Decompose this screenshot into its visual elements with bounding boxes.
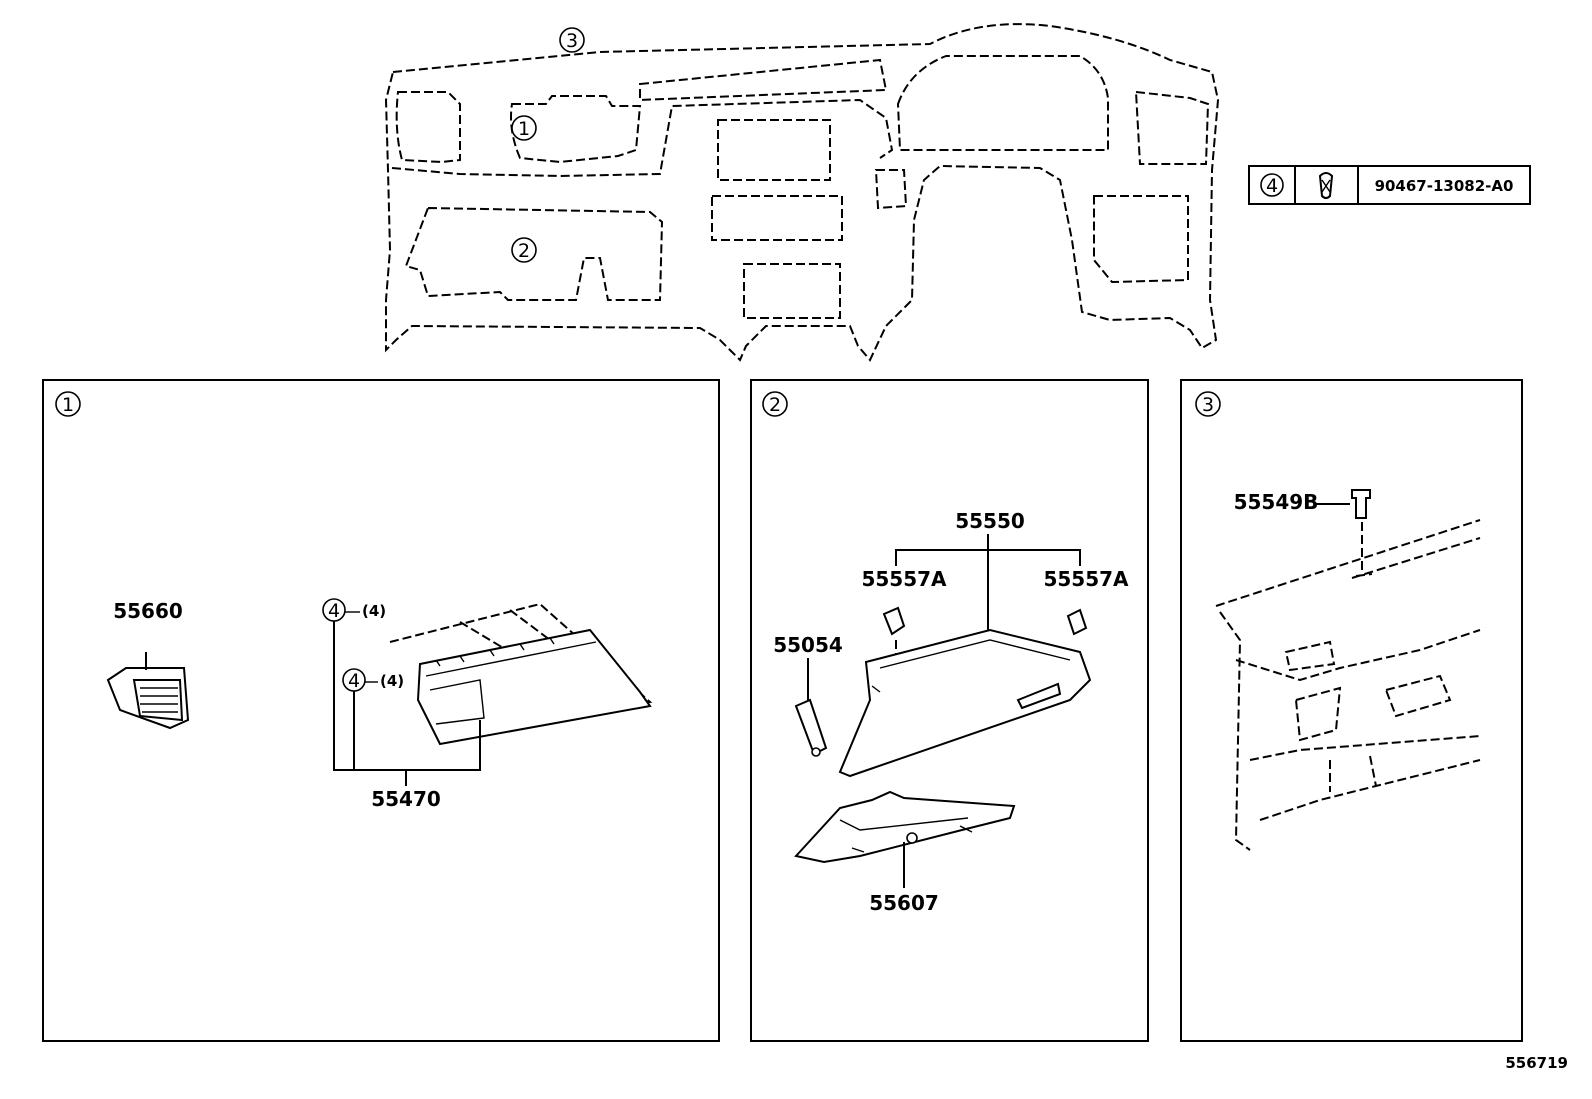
legend-part-number: 90467-13082-A0 (1375, 177, 1514, 195)
panel-1: 1 55660 4 (4) 4 (4) 55470 (42, 379, 720, 1042)
label-55660: 55660 (113, 599, 183, 623)
label-55557a-right: 55557A (1043, 567, 1129, 591)
label-55557a-left: 55557A (861, 567, 947, 591)
label-55607: 55607 (869, 891, 939, 915)
figure-id: 556719 (1505, 1054, 1568, 1072)
dashboard-section-part (1215, 519, 1481, 851)
clip-icon (1318, 172, 1334, 199)
svg-text:2: 2 (518, 240, 530, 262)
overview-callout-1: 1 (511, 115, 537, 141)
svg-text:1: 1 (518, 118, 530, 140)
panel-1-callout: 1 (62, 394, 74, 416)
label-55470: 55470 (371, 787, 441, 811)
panel-2-callout: 2 (769, 394, 781, 416)
damper-part (794, 698, 828, 757)
air-vent-part (106, 652, 190, 730)
lock-part (794, 790, 1016, 864)
clip-qty-b: (4) (380, 672, 404, 690)
overview-callout-2: 2 (511, 237, 537, 263)
legend-callout: 4 (1266, 175, 1278, 197)
panel-3-callout: 3 (1202, 394, 1214, 416)
retainer-clip-part (1351, 489, 1371, 519)
glove-box-housing-part (389, 602, 653, 746)
svg-text:3: 3 (566, 30, 578, 52)
stopper-right-part (1066, 608, 1088, 636)
panel-3: 3 55549B (1180, 379, 1523, 1042)
panel-2: 2 55550 55557A 55557A 55054 (750, 379, 1149, 1042)
label-55054: 55054 (773, 633, 843, 657)
clip-callout-b: 4 (348, 670, 360, 692)
glove-box-door-part (838, 628, 1092, 778)
clip-legend: 4 90467-13082-A0 (1248, 165, 1531, 205)
overview-callout-3: 3 (559, 27, 585, 53)
clip-callout-a: 4 (328, 600, 340, 622)
label-55550: 55550 (955, 509, 1025, 533)
clip-qty-a: (4) (362, 602, 386, 620)
dashboard-overview (384, 23, 1220, 362)
label-55549b: 55549B (1234, 490, 1319, 514)
